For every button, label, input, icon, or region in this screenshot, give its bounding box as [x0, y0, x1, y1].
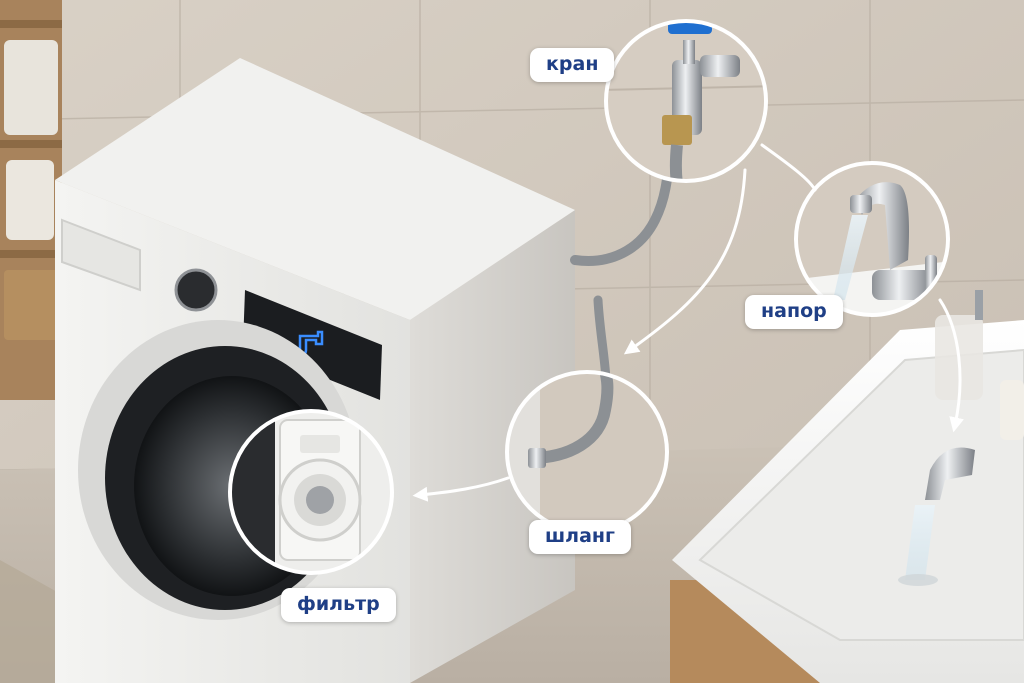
arrow-hose-to-filter	[412, 476, 510, 502]
label-filter: фильтр	[281, 588, 396, 622]
arrow-pressure-to-sink	[938, 298, 964, 433]
callout-arrows	[412, 143, 964, 502]
callout-tap	[604, 19, 768, 183]
sink	[670, 290, 1024, 683]
tap-valve-handle	[668, 22, 712, 34]
washer-top	[55, 58, 575, 320]
sink-faucet	[925, 447, 975, 500]
washer-side	[410, 210, 575, 683]
water-stream	[905, 505, 935, 580]
label-pressure: напор	[745, 295, 843, 329]
control-knob	[174, 268, 218, 312]
arrow-tap-to-pressure	[760, 143, 817, 192]
detergent-drawer	[61, 218, 141, 292]
arrow-tap-to-hose	[623, 168, 747, 355]
display-panel	[243, 290, 382, 400]
label-tap: кран	[530, 48, 615, 82]
label-hose: шланг	[529, 520, 631, 554]
shelf	[0, 0, 62, 400]
